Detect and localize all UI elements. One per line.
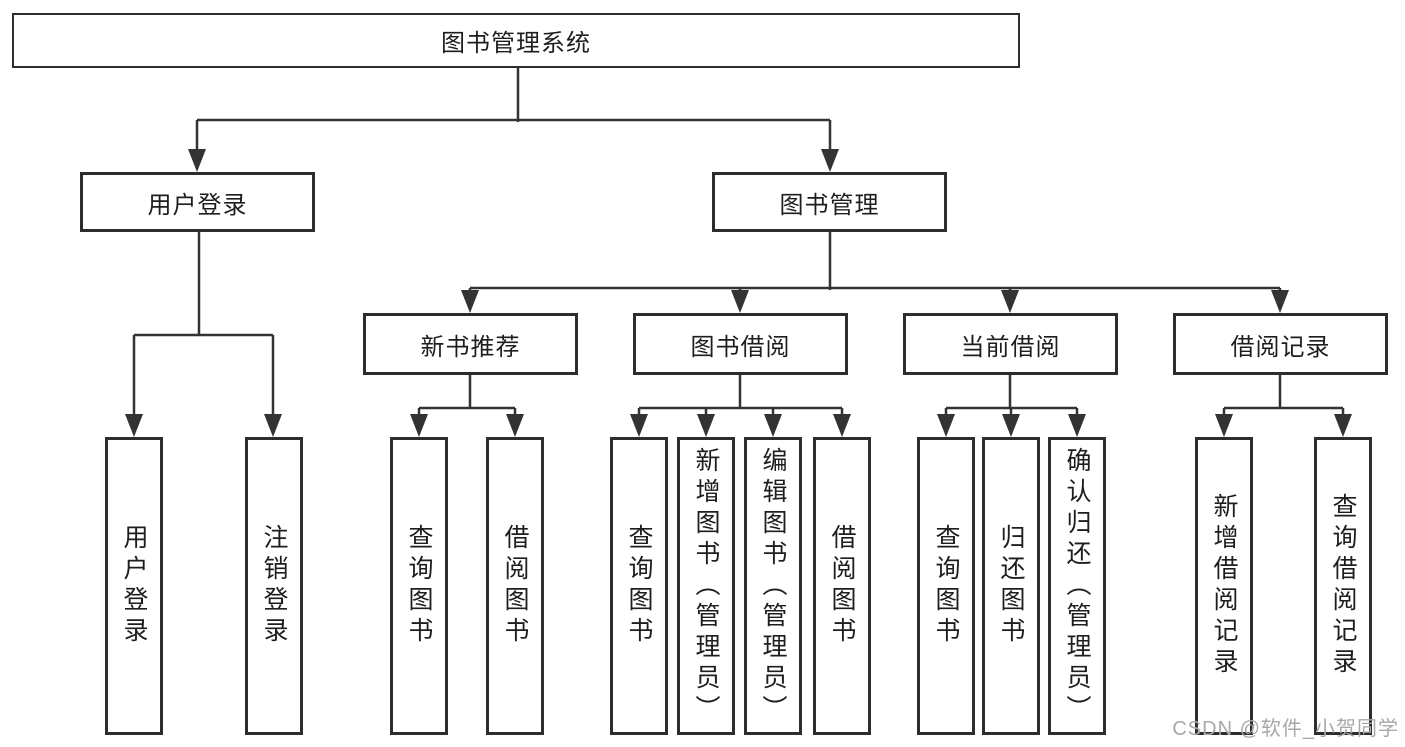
leaf-query-borrowing-record: 查询借阅记录 bbox=[1314, 437, 1372, 735]
node-book-management: 图书管理 bbox=[712, 172, 947, 232]
leaf-borrow-books-recommendation: 借阅图书 bbox=[486, 437, 544, 735]
arrowhead-icon bbox=[731, 290, 749, 313]
leaf-return-books: 归还图书 bbox=[982, 437, 1040, 735]
leaf-query-books-current: 查询图书 bbox=[917, 437, 975, 735]
arrowhead-icon bbox=[697, 414, 715, 437]
arrowhead-icon bbox=[461, 290, 479, 313]
arrowhead-icon bbox=[1334, 414, 1352, 437]
arrowhead-icon bbox=[1001, 290, 1019, 313]
node-current-borrowing: 当前借阅 bbox=[903, 313, 1118, 375]
leaf-user-login: 用户登录 bbox=[105, 437, 163, 735]
arrowhead-icon bbox=[1002, 414, 1020, 437]
arrowhead-icon bbox=[125, 414, 143, 437]
arrowhead-icon bbox=[1068, 414, 1086, 437]
leaf-confirm-return-admin: 确认归还（管理员） bbox=[1048, 437, 1106, 735]
leaf-query-books-borrowing: 查询图书 bbox=[610, 437, 668, 735]
leaf-query-books-recommendation: 查询图书 bbox=[390, 437, 448, 735]
leaf-logout: 注销登录 bbox=[245, 437, 303, 735]
leaf-borrow-books-borrowing: 借阅图书 bbox=[813, 437, 871, 735]
node-book-borrowing: 图书借阅 bbox=[633, 313, 848, 375]
arrowhead-icon bbox=[821, 149, 839, 172]
arrowhead-icon bbox=[764, 414, 782, 437]
arrowhead-icon bbox=[410, 414, 428, 437]
csdn-watermark: CSDN @软件_小贺同学 bbox=[1172, 718, 1399, 740]
arrowhead-icon bbox=[1271, 290, 1289, 313]
arrowhead-icon bbox=[264, 414, 282, 437]
node-user-login: 用户登录 bbox=[80, 172, 315, 232]
arrowhead-icon bbox=[630, 414, 648, 437]
node-new-book-recommendation: 新书推荐 bbox=[363, 313, 578, 375]
node-library-management-system: 图书管理系统 bbox=[12, 13, 1020, 68]
arrowhead-icon bbox=[937, 414, 955, 437]
leaf-add-borrowing-record: 新增借阅记录 bbox=[1195, 437, 1253, 735]
node-borrowing-records: 借阅记录 bbox=[1173, 313, 1388, 375]
arrowhead-icon bbox=[506, 414, 524, 437]
arrowhead-icon bbox=[833, 414, 851, 437]
leaf-edit-books-admin: 编辑图书（管理员） bbox=[744, 437, 802, 735]
arrowhead-icon bbox=[1215, 414, 1233, 437]
leaf-add-books-admin: 新增图书（管理员） bbox=[677, 437, 735, 735]
arrowhead-icon bbox=[188, 149, 206, 172]
